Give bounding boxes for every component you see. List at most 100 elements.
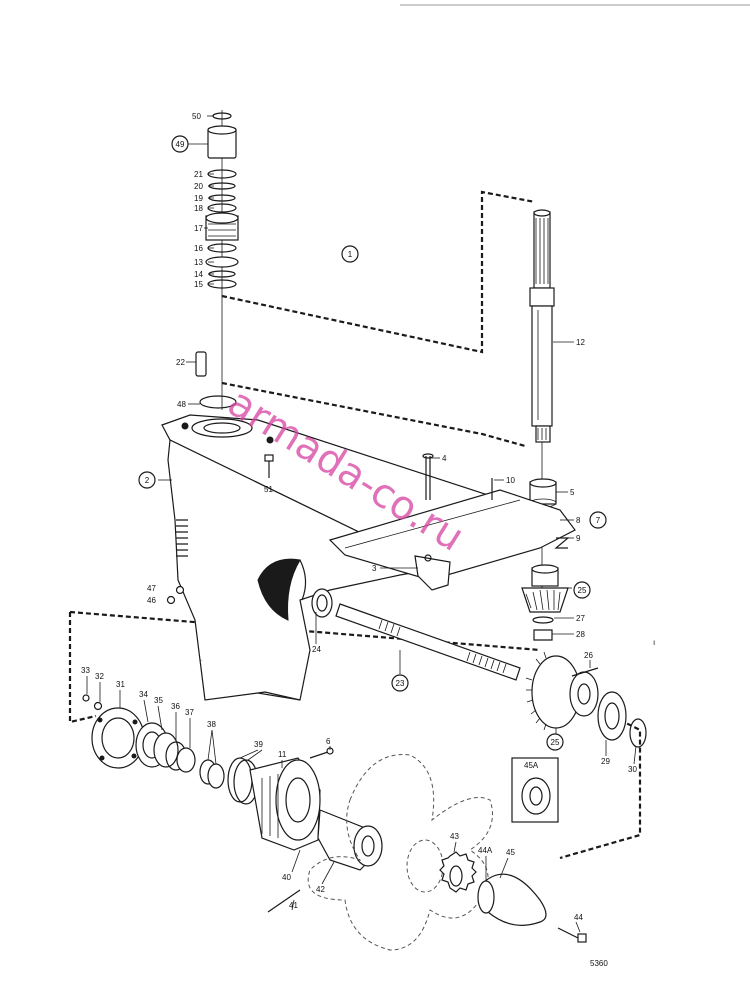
bearing-24 xyxy=(311,588,333,618)
label-33: 33 xyxy=(81,666,90,675)
callout-labels: 50 49 21 20 19 18 17 16 13 14 15 1 12 22… xyxy=(81,112,655,922)
label-43: 43 xyxy=(450,832,459,841)
label-16: 16 xyxy=(194,244,203,253)
leader-lines xyxy=(86,115,637,933)
bearing-29 xyxy=(597,691,627,741)
label-25-lower: 25 xyxy=(551,738,560,747)
callout-circle-23 xyxy=(391,674,409,692)
callout-circle-2 xyxy=(138,471,156,489)
label-23: 23 xyxy=(396,679,405,688)
label-26: 26 xyxy=(584,651,593,660)
label-13: 13 xyxy=(194,258,203,267)
seal-37 xyxy=(176,747,196,773)
label-44: 44 xyxy=(574,913,583,922)
label-25-upper: 25 xyxy=(578,586,587,595)
callout-circle-49 xyxy=(171,135,189,153)
label-20: 20 xyxy=(194,182,203,191)
callout-circle-1 xyxy=(341,245,359,263)
bearing-stack xyxy=(205,110,239,410)
label-22: 22 xyxy=(176,358,185,367)
needle-bearing-5 xyxy=(529,478,557,508)
propeller-hub-42 xyxy=(317,809,383,871)
label-30: 30 xyxy=(628,765,637,774)
label-5: 5 xyxy=(570,488,575,497)
stud-4 xyxy=(422,453,434,500)
detail-box-45A xyxy=(511,757,559,823)
ring-35 xyxy=(153,732,179,768)
callout-circle-25-upper xyxy=(573,581,591,599)
label-6: 6 xyxy=(326,737,331,746)
washer-27 xyxy=(532,616,554,624)
cover-plate-7 xyxy=(328,489,576,581)
label-3: 3 xyxy=(372,564,377,573)
label-17: 17 xyxy=(194,224,203,233)
screw-41 xyxy=(267,889,301,913)
drawing-number: 5360 xyxy=(590,959,608,968)
label-36: 36 xyxy=(171,702,180,711)
label-31: 31 xyxy=(116,680,125,689)
group-frame-1 xyxy=(221,190,536,448)
plug-47 xyxy=(175,585,185,595)
label-49: 49 xyxy=(176,140,185,149)
label-2: 2 xyxy=(145,476,150,485)
label-39: 39 xyxy=(254,740,263,749)
vent-grille xyxy=(176,519,188,557)
label-7: 7 xyxy=(596,516,601,525)
cone-45 xyxy=(477,873,547,926)
propeller-housing-11 xyxy=(249,757,321,851)
washer-46 xyxy=(166,595,176,605)
label-46: 46 xyxy=(147,596,156,605)
label-47: 47 xyxy=(147,584,156,593)
seals-38 xyxy=(199,759,225,789)
label-27: 27 xyxy=(576,614,585,623)
label-50: 50 xyxy=(192,112,201,121)
label-35: 35 xyxy=(154,696,163,705)
label-48: 48 xyxy=(177,400,186,409)
label-28: 28 xyxy=(576,630,585,639)
vertical-shaft-12 xyxy=(529,209,555,600)
label-4: 4 xyxy=(442,454,447,463)
label-32: 32 xyxy=(95,672,104,681)
nut-28 xyxy=(533,629,553,641)
label-37: 37 xyxy=(185,708,194,717)
bolt-6 xyxy=(309,747,334,759)
label-51: 51 xyxy=(264,485,273,494)
label-41: 41 xyxy=(289,901,298,910)
ring-13 xyxy=(205,256,239,268)
label-14: 14 xyxy=(194,270,203,279)
dowel-pin-22 xyxy=(195,351,207,377)
bolt-44 xyxy=(557,927,587,943)
label-11: 11 xyxy=(278,750,287,759)
label-21: 21 xyxy=(194,170,203,179)
bolt-33-washer-32 xyxy=(82,694,103,711)
label-18: 18 xyxy=(194,204,203,213)
label-10: 10 xyxy=(506,476,515,485)
forward-gear-25-lower xyxy=(525,651,599,731)
shaft-opening xyxy=(257,558,301,621)
label-15: 15 xyxy=(194,280,203,289)
label-9: 9 xyxy=(576,534,581,543)
label-40: 40 xyxy=(282,873,291,882)
pinion-gear-25-upper xyxy=(521,564,569,641)
label-38: 38 xyxy=(207,720,216,729)
callout-circle-7 xyxy=(589,511,607,529)
label-44A: 44A xyxy=(478,846,493,855)
propeller-shaft-23 xyxy=(311,588,521,681)
label-45: 45 xyxy=(506,848,515,857)
propeller-outline xyxy=(307,754,493,951)
label-42: 42 xyxy=(316,885,325,894)
label-45A: 45A xyxy=(524,761,539,770)
circlip-30 xyxy=(629,718,647,748)
spline-washer-43 xyxy=(439,851,477,893)
pin-26 xyxy=(571,667,599,677)
callout-circle-25-lower xyxy=(546,733,564,751)
label-corner-mark: ı xyxy=(653,638,655,647)
label-24: 24 xyxy=(312,645,321,654)
label-34: 34 xyxy=(139,690,148,699)
label-12: 12 xyxy=(576,338,585,347)
o-ring-48 xyxy=(199,395,237,409)
bracket-3 xyxy=(414,554,451,591)
bolt-51 xyxy=(264,454,274,478)
label-19: 19 xyxy=(194,194,203,203)
